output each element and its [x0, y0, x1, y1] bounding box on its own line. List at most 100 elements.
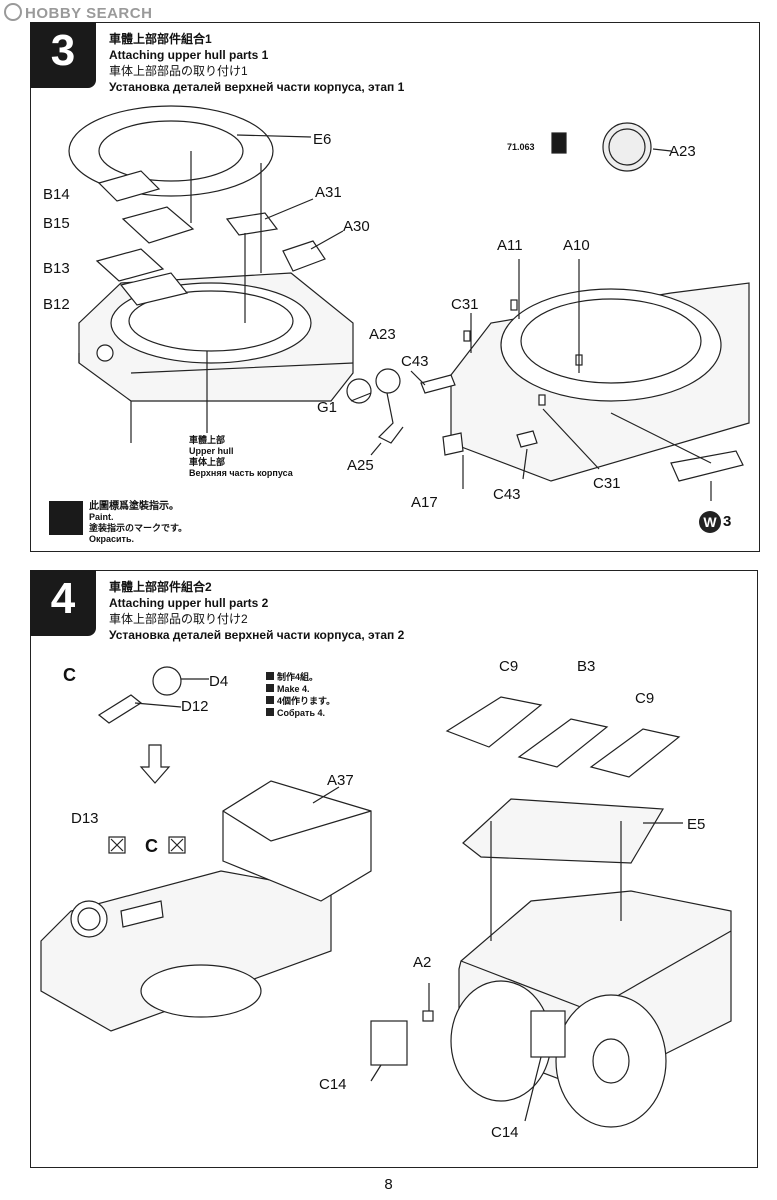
- title-zh: 車體上部部件組合2: [109, 580, 212, 594]
- label-d4: D4: [209, 673, 228, 690]
- zh-flag-icon: [266, 672, 274, 680]
- label-b12: B12: [43, 296, 70, 313]
- label-e5: E5: [687, 816, 705, 833]
- paint-note-jp: 塗装指示のマークです。: [89, 523, 188, 533]
- make-note: 制作4組。 Make 4. 4個作ります。 Собрать 4.: [266, 671, 335, 719]
- title-en: Attaching upper hull parts 2: [109, 596, 269, 610]
- title-ru: Установка деталей верхней части корпуса,…: [109, 80, 405, 94]
- label-b15: B15: [43, 215, 70, 232]
- label-c-subassembly: C: [63, 665, 76, 685]
- page-number: 8: [384, 1176, 393, 1193]
- en-flag-icon: [266, 684, 274, 692]
- label-a17: A17: [411, 494, 438, 511]
- right-turret-ring: [500, 288, 722, 402]
- label-c-mid: C: [145, 836, 158, 856]
- title-jp: 車体上部部品の取り付け1: [109, 64, 248, 78]
- part-c14-right: [530, 1010, 566, 1058]
- part-d4: [152, 666, 182, 696]
- label-a23-hatch: A23: [669, 143, 696, 160]
- part-c9-right: [589, 728, 681, 778]
- label-c9-left: C9: [499, 658, 518, 675]
- jp-flag-icon: [266, 696, 274, 704]
- part-b12: [119, 272, 189, 306]
- label-c43-lower: C43: [493, 486, 521, 503]
- part-b3: [517, 718, 609, 768]
- left-turret-ring: [110, 282, 312, 364]
- part-c9-left: [445, 696, 543, 748]
- part-c43-upper: [420, 374, 456, 394]
- title-en: Attaching upper hull parts 1: [109, 48, 269, 62]
- label-a11: A11: [497, 237, 523, 254]
- part-e6-ring: [68, 105, 274, 197]
- part-a2: [422, 1010, 434, 1022]
- label-a2: A2: [413, 954, 431, 971]
- part-a31: [225, 212, 279, 236]
- label-c14-right: C14: [491, 1124, 519, 1141]
- label-a30: A30: [343, 218, 370, 235]
- part-a11: [510, 299, 518, 311]
- part-e6-ring-inner: [98, 120, 244, 182]
- part-c31-lower: [538, 394, 546, 406]
- step-number-badge: 3: [30, 22, 96, 88]
- part-c14-left: [370, 1020, 408, 1066]
- label-a31: A31: [315, 184, 342, 201]
- title-jp: 車体上部部品の取り付け2: [109, 612, 248, 626]
- drive-wheel-right: [555, 994, 667, 1128]
- part-a17: [442, 432, 464, 456]
- upper-hull-zh: 車體上部: [189, 434, 225, 445]
- title-ru: Установка деталей верхней части корпуса,…: [109, 628, 405, 642]
- part-b15: [121, 206, 195, 244]
- title-zh: 車體上部部件組合1: [109, 32, 212, 46]
- watermark: HOBBY SEARCH: [4, 3, 152, 22]
- label-a10: A10: [563, 237, 590, 254]
- part-e5-plate: [462, 798, 665, 864]
- part-b13: [95, 248, 165, 282]
- part-a30: [282, 240, 326, 272]
- part-g1: [346, 378, 372, 404]
- part-a37: [222, 780, 372, 902]
- step-4-diagram: C D4 D12 D13 C A37 C9 B3 C9 E5 A2 C14 C1…: [40, 658, 732, 1141]
- label-a23-small: A23: [369, 326, 396, 343]
- part-d13: [70, 900, 108, 938]
- label-d12: D12: [181, 698, 209, 715]
- label-c14-left: C14: [319, 1076, 347, 1093]
- label-b13: B13: [43, 260, 70, 277]
- step-3-panel: 3 車體上部部件組合1 Attaching upper hull parts 1…: [30, 22, 760, 552]
- step-number-badge: 4: [30, 570, 96, 636]
- paint-code: 71.063: [507, 142, 535, 152]
- upper-hull-jp: 車体上部: [189, 456, 225, 467]
- step-title-block: 車體上部部件組合1 Attaching upper hull parts 1 車…: [109, 31, 404, 95]
- label-c31-lower: C31: [593, 475, 621, 492]
- step-3-diagram: E6 A31 A30 B14 B15 B13 B12 A11 A10 C31 A…: [43, 105, 750, 511]
- label-g1: G1: [317, 399, 337, 416]
- label-b14: B14: [43, 186, 70, 203]
- part-fender: [670, 450, 744, 482]
- paint-brush-icon: [551, 132, 567, 154]
- part-a23-hatch: [602, 122, 652, 172]
- paint-note-zh: 此圖標爲塗裝指示。: [89, 501, 179, 512]
- part-a23-small: [375, 368, 401, 394]
- part-a25: [377, 392, 404, 444]
- part-b14: [97, 170, 161, 202]
- paint-note-en: Paint.: [89, 512, 114, 522]
- part-d12: [97, 694, 143, 724]
- ru-flag-icon: [266, 708, 274, 716]
- hobby-search-logo-icon: [4, 3, 22, 21]
- part-c43-lower: [516, 430, 538, 448]
- label-a25: A25: [347, 457, 374, 474]
- upper-hull-en: Upper hull: [189, 446, 234, 456]
- label-c9-right: C9: [635, 690, 654, 707]
- label-d13: D13: [71, 810, 99, 827]
- upper-hull-ru: Верхняя часть корпуса: [189, 468, 294, 478]
- label-c43-upper: C43: [401, 353, 429, 370]
- label-e6: E6: [313, 131, 331, 148]
- label-b3: B3: [577, 658, 595, 675]
- paint-brush-legend-icon: [49, 501, 83, 535]
- paint-note-ru: Окрасить.: [89, 534, 134, 544]
- part-c31-upper: [463, 330, 471, 342]
- label-a37: A37: [327, 772, 354, 789]
- down-arrow-icon: [139, 744, 171, 784]
- step-4-panel: 4 車體上部部件組合2 Attaching upper hull parts 2…: [30, 570, 758, 1168]
- label-c31-upper: C31: [451, 296, 479, 313]
